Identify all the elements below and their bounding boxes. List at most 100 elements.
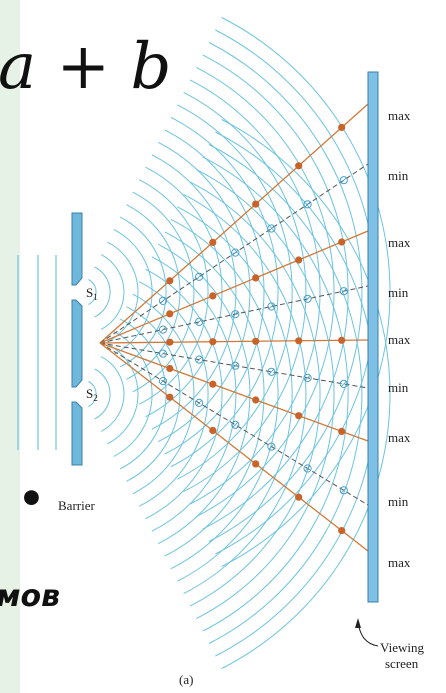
wavefront-arc-s1 bbox=[126, 204, 181, 380]
destructive-point-slash bbox=[160, 350, 166, 357]
screen-caption-line2: screen bbox=[385, 656, 419, 671]
maximum-line bbox=[99, 342, 369, 552]
wavefront-arc-s1 bbox=[100, 254, 125, 330]
wavefront-arc-s1 bbox=[177, 104, 293, 480]
wavefront-arc-s1 bbox=[221, 17, 391, 567]
destructive-point-slash bbox=[196, 356, 202, 363]
wavefront-arc-s2 bbox=[183, 193, 307, 595]
constructive-point bbox=[295, 337, 303, 345]
screen-marker-max: max bbox=[388, 332, 411, 347]
arrow-head-icon bbox=[355, 618, 361, 628]
destructive-point-slash bbox=[341, 487, 347, 494]
screen-marker-max: max bbox=[388, 555, 411, 570]
wavefront-arc-s2 bbox=[107, 343, 139, 445]
destructive-point bbox=[158, 349, 168, 358]
destructive-point bbox=[195, 317, 204, 326]
wavefront-arc-s1 bbox=[151, 154, 237, 430]
destructive-point bbox=[267, 442, 276, 451]
wavefront-arc-s2 bbox=[202, 156, 349, 632]
source-s2-label: S2 bbox=[86, 386, 98, 403]
constructive-point bbox=[209, 238, 217, 246]
destructive-point bbox=[195, 355, 204, 364]
destructive-point-slash bbox=[341, 288, 347, 294]
minimum-line bbox=[99, 342, 369, 389]
destructive-point-slash bbox=[268, 225, 275, 232]
destructive-point-slash bbox=[304, 465, 311, 472]
wavefront-arc-s2 bbox=[113, 331, 153, 457]
constructive-point bbox=[338, 336, 346, 344]
constructive-point bbox=[252, 337, 260, 345]
destructive-point-slash bbox=[304, 296, 311, 302]
wavefront-arc-s1 bbox=[202, 54, 349, 530]
constructive-point bbox=[166, 338, 174, 346]
destructive-point bbox=[339, 486, 348, 495]
destructive-point-slash bbox=[232, 311, 239, 317]
destructive-point bbox=[339, 287, 348, 296]
wavefront-arc-s1 bbox=[88, 279, 97, 305]
wavefront-arc-s2 bbox=[119, 318, 167, 470]
wavefront-arc-s1 bbox=[183, 91, 307, 493]
destructive-point bbox=[267, 367, 276, 376]
screen-caption-line1: Viewing bbox=[380, 640, 424, 655]
constructive-point bbox=[166, 364, 174, 373]
destructive-point bbox=[231, 248, 240, 257]
destructive-point-slash bbox=[160, 378, 166, 384]
wavefront-arc-s2 bbox=[164, 231, 265, 557]
destructive-point bbox=[231, 310, 240, 319]
destructive-point bbox=[303, 464, 312, 473]
wavefront-arc-s2 bbox=[138, 281, 209, 507]
screen-marker-max: max bbox=[388, 108, 411, 123]
destructive-point-slash bbox=[341, 381, 347, 387]
wavefront-arc-s1 bbox=[119, 216, 167, 368]
wavefront-arc-s2 bbox=[151, 256, 237, 532]
destructive-point bbox=[303, 373, 312, 382]
wavefront-arc-s2 bbox=[94, 368, 111, 420]
destructive-point-slash bbox=[268, 443, 275, 450]
wavefront-arc-s2 bbox=[177, 206, 293, 582]
destructive-point bbox=[195, 398, 204, 407]
destructive-point bbox=[195, 272, 204, 281]
path-lines bbox=[99, 103, 369, 552]
constructive-point bbox=[338, 527, 346, 535]
destructive-point bbox=[158, 296, 168, 305]
left-background-strip bbox=[0, 0, 20, 693]
constructive-point bbox=[252, 460, 260, 468]
constructive-point bbox=[209, 380, 217, 388]
intersection-markers bbox=[158, 123, 348, 535]
wavefront-arc-s1 bbox=[196, 66, 335, 518]
source-s1-label: S1 bbox=[86, 285, 98, 302]
destructive-point-slash bbox=[304, 201, 311, 208]
destructive-point-slash bbox=[341, 177, 347, 183]
destructive-point-slash bbox=[196, 319, 202, 325]
destructive-point bbox=[303, 200, 312, 209]
barrier-label: Barrier bbox=[58, 498, 95, 513]
constructive-point bbox=[338, 238, 346, 246]
wavefront-arc-s2 bbox=[157, 243, 251, 545]
figure-label: (a) bbox=[179, 672, 193, 687]
bullet-fragment: • bbox=[18, 474, 45, 523]
wavefront-arc-s1 bbox=[107, 241, 139, 343]
destructive-point-slash bbox=[196, 400, 202, 406]
screen-pointer-arrow bbox=[357, 621, 379, 647]
wavefront-arc-s2 bbox=[126, 306, 181, 482]
constructive-point bbox=[209, 426, 217, 435]
maximum-line bbox=[99, 230, 369, 344]
wavefront-arc-s2 bbox=[132, 293, 195, 495]
screen-marker-max: max bbox=[388, 430, 411, 445]
constructive-point bbox=[295, 412, 303, 420]
barrier bbox=[71, 212, 83, 466]
destructive-point-slash bbox=[232, 362, 239, 369]
destructive-point-slash bbox=[160, 298, 166, 304]
constructive-point bbox=[252, 200, 260, 208]
destructive-point bbox=[158, 325, 168, 334]
constructive-point bbox=[166, 393, 174, 401]
constructive-point bbox=[252, 274, 260, 282]
constructive-point bbox=[209, 338, 217, 346]
wavefront-arc-s1 bbox=[132, 191, 195, 393]
wavefront-arc-s2 bbox=[208, 144, 363, 644]
destructive-point bbox=[267, 302, 276, 311]
destructive-point bbox=[303, 294, 312, 303]
